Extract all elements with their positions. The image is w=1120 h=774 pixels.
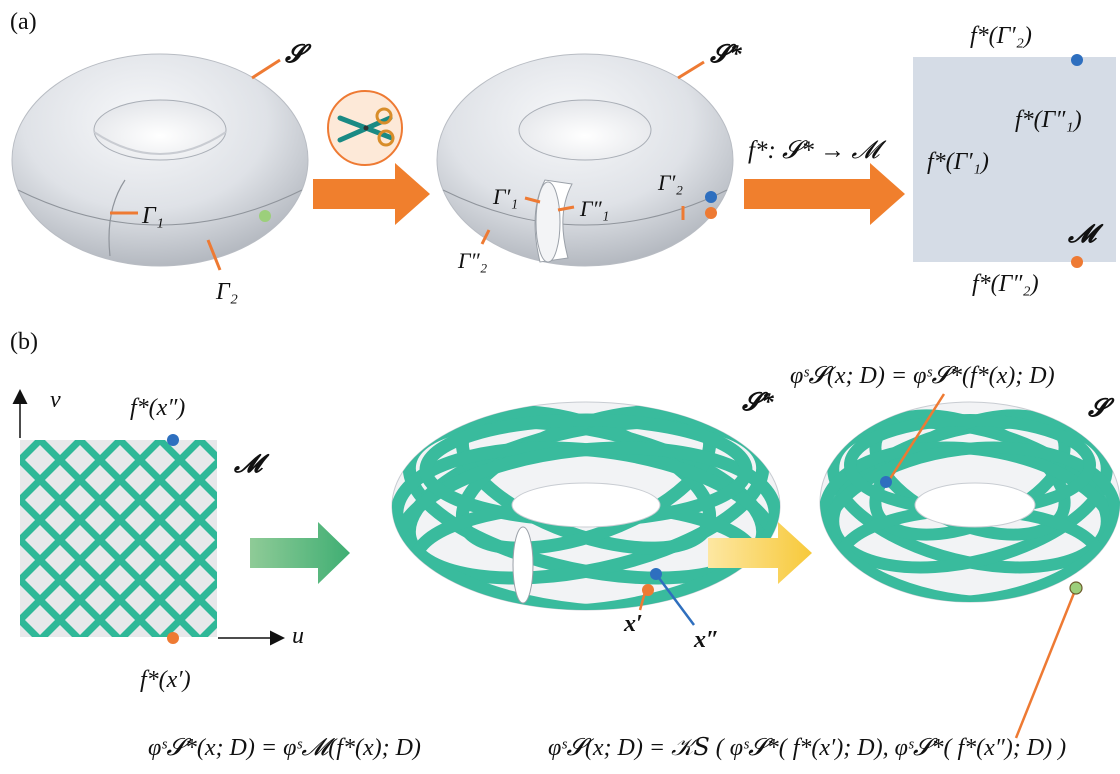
label-gamma1: Γ₁ — [142, 203, 164, 229]
panel-label-a: (a) — [10, 9, 37, 35]
label-m-b: 𝓜 — [234, 451, 263, 478]
point-orange-b — [167, 632, 179, 644]
leader-gamma2pp — [480, 229, 491, 245]
label-f-gamma1pp: f*(Γ″₁) — [1015, 107, 1082, 133]
point-blue-b — [167, 434, 179, 446]
param-domain-a — [913, 57, 1116, 262]
point-orange-t2 — [642, 584, 654, 596]
label-s-star-b: 𝓢* — [742, 389, 774, 416]
torus-s — [11, 53, 309, 267]
leader-gamma1p — [524, 196, 541, 204]
panel-label-b: (b) — [10, 329, 38, 355]
leader-s-star — [677, 60, 705, 80]
point-orange-a — [705, 207, 717, 219]
label-f-xp: f*(x′) — [140, 667, 191, 693]
torus-s-star — [436, 53, 734, 267]
scissors-icon — [327, 90, 403, 166]
point-blue-a — [705, 191, 717, 203]
equation-right: φˢ𝓢(x; D) = 𝒦𝑆 ( φˢ𝓢*( f*(x′); D), φˢ𝓢*(… — [548, 735, 1067, 761]
leader-s — [251, 58, 281, 80]
leader-top — [886, 393, 946, 483]
label-u: u — [292, 623, 304, 649]
lattice-torus-s-star — [391, 401, 781, 611]
point-orange-m — [1071, 256, 1083, 268]
label-f-gamma2p: f*(Γ′₂) — [970, 23, 1032, 49]
label-f-gamma2pp: f*(Γ″₂) — [972, 271, 1039, 297]
equation-top: φˢ𝓢(x; D) = φˢ𝓢*(f*(x); D) — [790, 363, 1055, 389]
equation-left: φˢ𝓢*(x; D) = φˢ𝓜(f*(x); D) — [148, 735, 421, 761]
label-gamma2pp: Γ″₂ — [458, 248, 488, 273]
point-blue-t2 — [650, 568, 662, 580]
label-m-a: 𝓜 — [1068, 221, 1097, 248]
leader-xpp — [654, 573, 696, 626]
label-xpp: x″ — [694, 627, 720, 653]
label-gamma1p: Γ′₁ — [493, 184, 518, 209]
point-green-a — [259, 210, 271, 222]
arrow-cut — [313, 163, 430, 225]
label-f-xpp: f*(x″) — [130, 395, 186, 421]
leader-gamma2 — [206, 239, 222, 271]
lattice-domain — [20, 440, 217, 637]
arrow-yellow — [708, 522, 812, 584]
label-xp: x′ — [624, 611, 643, 637]
label-s: 𝓢 — [285, 41, 305, 68]
point-blue-t3 — [880, 476, 892, 488]
label-gamma2: Γ₂ — [216, 279, 238, 305]
point-green-t3 — [1069, 581, 1083, 595]
label-gamma2p: Γ′₂ — [658, 170, 683, 195]
label-s-star: 𝓢* — [710, 41, 742, 68]
label-gamma1pp: Γ″₁ — [580, 196, 610, 221]
label-map: f*: 𝓢* → 𝓜 — [748, 137, 880, 164]
leader-gamma1pp — [557, 205, 575, 212]
lattice-torus-s — [819, 401, 1120, 603]
arrow-green — [250, 522, 350, 584]
point-blue-m — [1071, 54, 1083, 66]
label-f-gamma1p: f*(Γ′₁) — [927, 149, 989, 175]
label-v: v — [50, 387, 61, 413]
label-s-b: 𝓢 — [1088, 395, 1108, 422]
arrow-map — [744, 163, 905, 225]
leader-bottom — [1014, 587, 1078, 739]
